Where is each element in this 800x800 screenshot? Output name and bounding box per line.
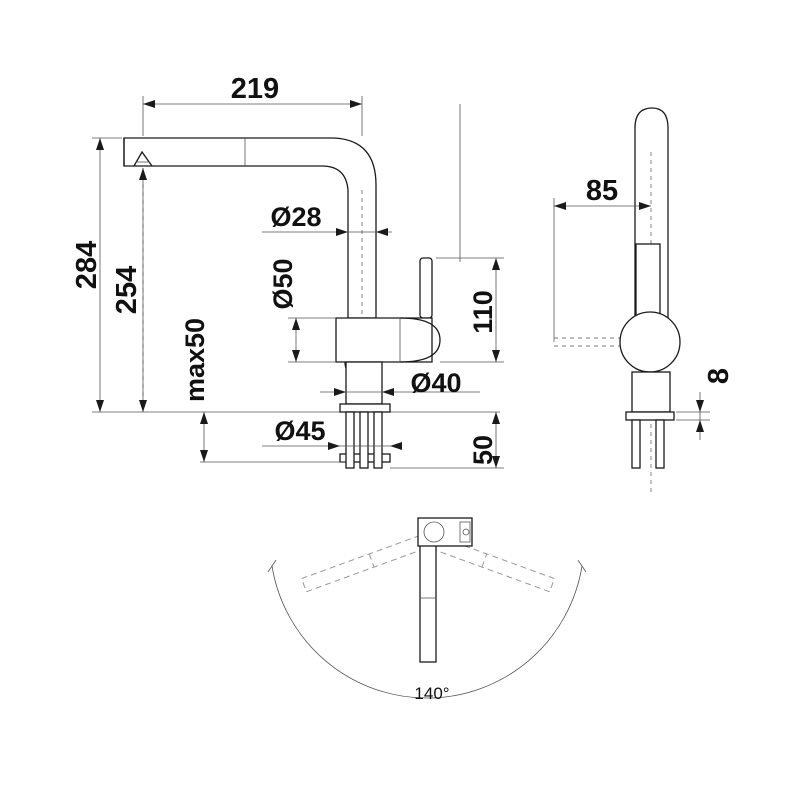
spout-outline bbox=[123, 137, 377, 319]
spout-tip-icon bbox=[123, 138, 153, 167]
dim-lever-height: 110 bbox=[468, 290, 498, 334]
side-spout bbox=[634, 107, 669, 322]
base-collar bbox=[345, 361, 383, 405]
front-view: 219 284 254 max50 Ø28 Ø50 bbox=[71, 73, 504, 470]
lever-handle bbox=[419, 257, 433, 319]
dim-hole-diameter: Ø45 bbox=[274, 416, 325, 446]
hose-right bbox=[373, 411, 383, 469]
arrow-reach-left bbox=[143, 100, 155, 108]
side-lever-extension bbox=[553, 337, 620, 347]
dim-total-height: 284 bbox=[71, 241, 103, 289]
hose-left bbox=[345, 411, 355, 469]
spout-position-right bbox=[300, 532, 432, 593]
top-view: 140° bbox=[267, 517, 587, 703]
arrow-depth-left bbox=[554, 202, 566, 210]
body-top-circle bbox=[423, 521, 445, 543]
arrow-spout-dia-left bbox=[336, 228, 348, 236]
arrow-base-left bbox=[334, 388, 346, 396]
side-view: 85 8 bbox=[553, 107, 735, 494]
arrow-hose-bottom bbox=[492, 456, 500, 468]
lever-pivot-icon bbox=[462, 528, 470, 536]
lever-top bbox=[459, 521, 471, 543]
side-hose-left bbox=[631, 419, 641, 469]
arrow-body-top bbox=[292, 318, 300, 330]
hose-mid bbox=[359, 411, 369, 469]
arrow-offset-bottom bbox=[696, 420, 704, 432]
side-hose-right bbox=[655, 419, 665, 469]
swivel-angle: 140° bbox=[414, 684, 449, 703]
side-fixing bbox=[625, 411, 675, 421]
dim-base-diameter: Ø40 bbox=[410, 368, 461, 398]
arrow-reach-right bbox=[350, 100, 362, 108]
dim-spout-diameter: Ø28 bbox=[270, 202, 321, 232]
swivel-arc bbox=[271, 565, 583, 699]
arrow-worktop-bottom bbox=[200, 450, 208, 462]
arrow-lever-top bbox=[492, 258, 500, 270]
spout-position-left bbox=[424, 532, 556, 593]
arrow-hose-top bbox=[492, 412, 500, 424]
arrow-body-bottom bbox=[292, 350, 300, 362]
arrow-height-bottom bbox=[96, 400, 104, 412]
spout-position-center bbox=[419, 535, 437, 663]
faucet-body bbox=[335, 317, 433, 363]
fixing-plate bbox=[339, 403, 391, 413]
side-body-circle bbox=[619, 311, 681, 373]
dim-body-diameter: Ø50 bbox=[268, 258, 298, 309]
arrow-depth-right bbox=[639, 202, 651, 210]
arrow-spout-bottom bbox=[139, 400, 147, 412]
arrow-hole-left bbox=[328, 442, 340, 450]
arc-tick-left bbox=[267, 559, 277, 573]
lever-hub bbox=[399, 317, 441, 363]
arrow-spout-dia-right bbox=[376, 228, 388, 236]
dim-hose-length: 50 bbox=[468, 435, 498, 465]
dim-spout-height: 254 bbox=[111, 266, 143, 314]
dim-worktop-thickness: max50 bbox=[180, 318, 210, 402]
dim-base-offset: 8 bbox=[703, 368, 735, 384]
arrow-lever-bottom bbox=[492, 350, 500, 362]
dim-overall-reach: 219 bbox=[231, 73, 279, 105]
arrow-height-top bbox=[96, 138, 104, 150]
dim-side-depth: 85 bbox=[586, 175, 618, 207]
arc-tick-right bbox=[577, 559, 587, 573]
arrow-offset-top bbox=[696, 400, 704, 412]
arrow-hole-right bbox=[390, 442, 402, 450]
side-base bbox=[631, 371, 671, 413]
arrow-spout-top bbox=[139, 168, 147, 180]
arrow-base-right bbox=[382, 388, 394, 396]
arrow-worktop-top bbox=[200, 412, 208, 424]
